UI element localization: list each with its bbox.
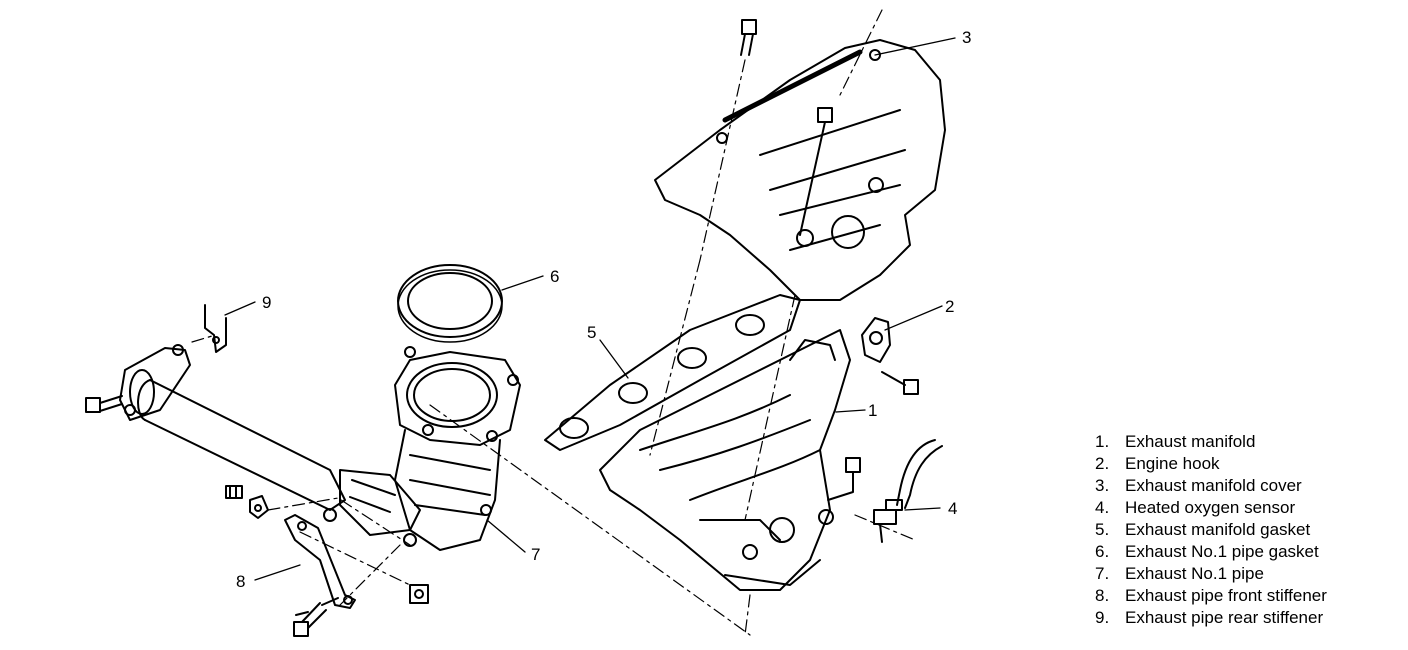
callout-4: 4 — [948, 499, 957, 518]
legend-number: 9. — [1095, 608, 1110, 627]
callout-1: 1 — [868, 401, 877, 420]
legend-item: 1. Exhaust manifold — [1095, 431, 1327, 453]
legend-item: 6. Exhaust No.1 pipe gasket — [1095, 541, 1327, 563]
pipe-washer — [249, 495, 269, 519]
exhaust-no1-pipe — [339, 346, 521, 551]
leader-lines — [224, 37, 956, 581]
callout-5: 5 — [587, 323, 596, 342]
stiffener-nut — [409, 584, 429, 604]
exhaust-pipe-rear-stiffener — [204, 304, 227, 353]
legend-label: Exhaust manifold — [1125, 432, 1256, 451]
cover-bolt-center — [799, 107, 833, 236]
legend-item: 5. Exhaust manifold gasket — [1095, 519, 1327, 541]
exhaust-no1-pipe-gasket — [397, 264, 503, 343]
legend-label: Exhaust pipe front stiffener — [1125, 586, 1327, 605]
legend-number: 2. — [1095, 454, 1110, 473]
pipe-stud — [225, 485, 243, 499]
legend-label: Exhaust pipe rear stiffener — [1125, 608, 1324, 627]
legend-item: 4. Heated oxygen sensor — [1095, 497, 1327, 519]
legend-label: Heated oxygen sensor — [1125, 498, 1296, 517]
legend-label: Exhaust manifold gasket — [1125, 520, 1311, 539]
legend-item: 8. Exhaust pipe front stiffener — [1095, 585, 1327, 607]
legend-number: 6. — [1095, 542, 1110, 561]
engine-hook — [861, 317, 919, 395]
legend-item: 2. Engine hook — [1095, 453, 1327, 475]
legend-number: 1. — [1095, 432, 1110, 451]
heated-oxygen-sensor — [873, 439, 943, 543]
legend-item: 3. Exhaust manifold cover — [1095, 475, 1327, 497]
legend-number: 5. — [1095, 520, 1110, 539]
legend-number: 7. — [1095, 564, 1110, 583]
manifold-nut-right — [827, 457, 861, 501]
parts-legend: 1. Exhaust manifold 2. Engine hook 3. Exhau… — [1095, 431, 1327, 629]
legend-item: 7. Exhaust No.1 pipe — [1095, 563, 1327, 585]
legend-number: 8. — [1095, 586, 1110, 605]
assembly-lines — [191, 9, 916, 636]
legend-number: 3. — [1095, 476, 1110, 495]
exhaust-manifold-cover — [654, 39, 946, 301]
legend-number: 4. — [1095, 498, 1110, 517]
exhaust-front-pipe — [85, 344, 346, 522]
callout-7: 7 — [531, 545, 540, 564]
legend-label: Exhaust manifold cover — [1125, 476, 1302, 495]
callout-9: 9 — [262, 293, 271, 312]
legend-item: 9. Exhaust pipe rear stiffener — [1095, 607, 1327, 629]
legend-label: Exhaust No.1 pipe gasket — [1125, 542, 1319, 561]
exhaust-pipe-front-stiffener — [284, 514, 356, 637]
callout-2: 2 — [945, 297, 954, 316]
exhaust-manifold — [599, 329, 851, 591]
callout-8: 8 — [236, 572, 245, 591]
cover-bolt-top — [740, 19, 757, 56]
callout-6: 6 — [550, 267, 559, 286]
exhaust-manifold-gasket — [544, 294, 801, 451]
callout-3: 3 — [962, 28, 971, 47]
legend-label: Engine hook — [1125, 454, 1220, 473]
legend-label: Exhaust No.1 pipe — [1125, 564, 1264, 583]
